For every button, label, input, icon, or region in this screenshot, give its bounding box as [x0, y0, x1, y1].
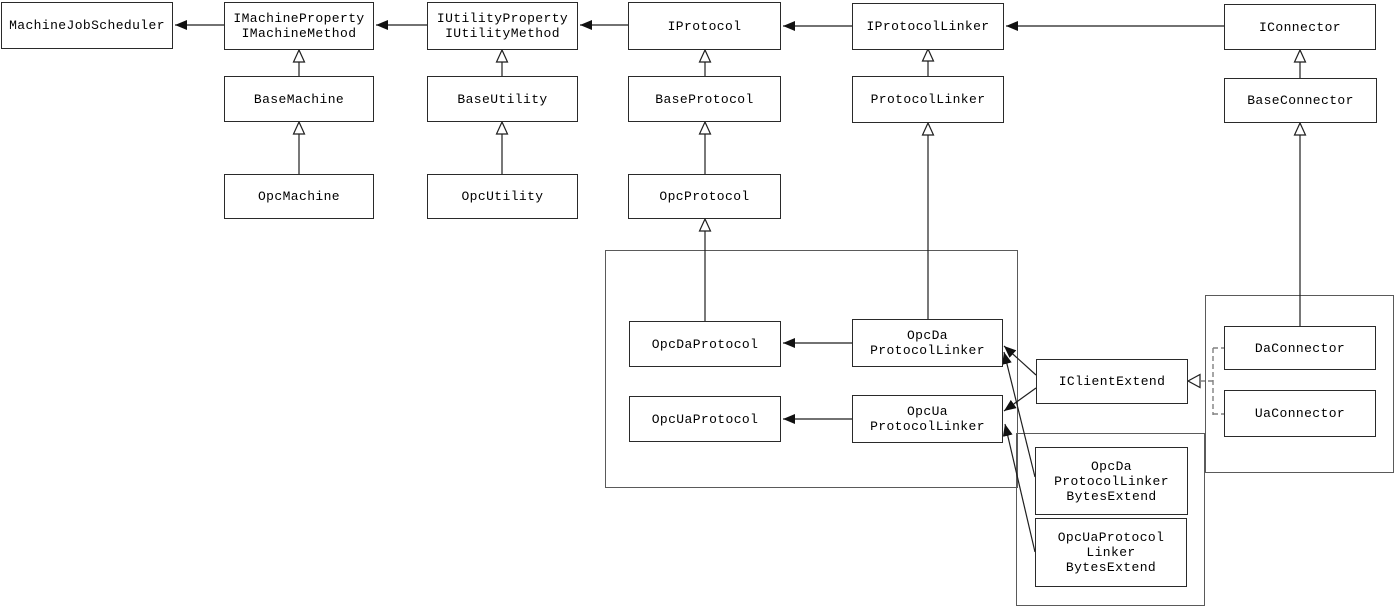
class-label: OpcDa	[906, 328, 948, 343]
group-box-bytes-extend-linkers	[1016, 433, 1205, 606]
class-label: OpcUaProtocol	[651, 411, 759, 427]
class-label: ProtocolLinker	[1054, 473, 1169, 489]
class-box-iconnector: IConnector	[1224, 4, 1376, 50]
class-box-machinejobscheduler: MachineJobScheduler	[1, 2, 173, 49]
class-box-baseutility: BaseUtility	[427, 76, 578, 122]
class-box-basemachine: BaseMachine	[224, 76, 374, 122]
class-label: DaConnector	[1254, 340, 1346, 356]
class-box-opcdaprotocollinker: OpcDa ProtocolLinker	[852, 319, 1003, 367]
edge-baseconnector-extends-iconnector	[1293, 48, 1307, 78]
class-box-iprotocollinker: IProtocolLinker	[852, 3, 1004, 50]
class-box-iprotocol: IProtocol	[628, 2, 781, 50]
class-label: OpcDaProtocol	[651, 336, 759, 352]
edge-iclientextend-to-opcdaprotocollinker	[1003, 345, 1037, 376]
class-label: IMachineProperty	[233, 11, 365, 26]
edge-baseutility-extends-iutility	[495, 48, 509, 76]
group-box-opc-protocol-implementations	[605, 250, 1018, 488]
class-box-opcdaprotocol: OpcDaProtocol	[629, 321, 781, 367]
class-label: OpcUaProtocol	[1057, 530, 1165, 545]
class-box-opcprotocol: OpcProtocol	[628, 174, 781, 219]
class-box-uaconnector: UaConnector	[1224, 390, 1376, 437]
class-label: ProtocolLinker	[870, 343, 985, 358]
class-label: ProtocolLinker	[870, 92, 986, 107]
edge-opcutility-extends-baseutility	[495, 120, 509, 174]
class-box-opcuaprotocollinker: OpcUa ProtocolLinker	[852, 395, 1003, 443]
class-box-baseconnector: BaseConnector	[1224, 78, 1377, 123]
class-label: BytesExtend	[1065, 560, 1157, 575]
class-box-iutilityproperty-iutilitymethod: IUtilityProperty IUtilityMethod	[427, 2, 578, 50]
class-label: BaseConnector	[1247, 93, 1354, 108]
edge-daconnector-extends-baseconnector	[1293, 121, 1307, 326]
class-label: IMachineMethod	[241, 26, 357, 41]
class-box-imachineproperty-imachinemethod: IMachineProperty IMachineMethod	[224, 2, 374, 50]
class-label: OpcMachine	[257, 189, 340, 204]
edge-iclientextend-to-opcuaprotocollinker	[1003, 387, 1037, 412]
class-box-protocollinker: ProtocolLinker	[852, 76, 1004, 123]
edge-opcdaprotocol-extends-opcprotocol	[698, 217, 712, 321]
edge-basemachine-extends-imachine	[292, 48, 306, 76]
class-label: OpcDa	[1090, 458, 1132, 474]
edge-protocollinker-extends-iprotocollinker	[921, 47, 935, 76]
class-label: IConnector	[1258, 19, 1341, 35]
class-label: IProtocol	[667, 18, 742, 34]
class-box-opcmachine: OpcMachine	[224, 174, 374, 219]
edge-opcdaprotocollinker-extends-protocollinker	[921, 121, 935, 319]
edge-baseprotocol-extends-iprotocol	[698, 48, 712, 76]
class-label: ProtocolLinker	[870, 419, 985, 434]
class-box-opcuaprotocollinkerbytesextend: OpcUaProtocol Linker BytesExtend	[1035, 518, 1187, 587]
class-label: OpcProtocol	[659, 189, 750, 204]
class-box-opcuaprotocol: OpcUaProtocol	[629, 396, 781, 442]
class-label: IClientExtend	[1058, 374, 1166, 389]
class-label: UaConnector	[1254, 406, 1346, 421]
class-label: OpcUtility	[461, 189, 544, 204]
class-label: IUtilityProperty	[436, 11, 569, 26]
class-box-iclientextend: IClientExtend	[1036, 359, 1188, 404]
class-label: Linker	[1086, 545, 1136, 560]
class-label: BaseUtility	[457, 91, 548, 107]
edge-opcuabytesextend-to-opcuaprotocollinker	[1002, 423, 1036, 553]
class-label: MachineJobScheduler	[9, 18, 165, 33]
edge-opcdabytesextend-to-opcdaprotocollinker	[1002, 351, 1036, 478]
class-box-baseprotocol: BaseProtocol	[628, 76, 781, 122]
class-label: OpcUa	[906, 404, 948, 419]
class-box-daconnector: DaConnector	[1224, 326, 1376, 370]
edge-connectors-realize-iclientextend	[1186, 347, 1224, 415]
class-label: BaseProtocol	[655, 91, 754, 107]
edge-opcprotocol-extends-baseprotocol	[698, 120, 712, 174]
class-label: BytesExtend	[1066, 488, 1157, 504]
class-label: IProtocolLinker	[866, 19, 990, 34]
edge-opcmachine-extends-basemachine	[292, 120, 306, 174]
class-label: BaseMachine	[253, 91, 345, 107]
class-box-opcutility: OpcUtility	[427, 174, 578, 219]
class-box-opcdaprotocollinkerbytesextend: OpcDa ProtocolLinker BytesExtend	[1035, 447, 1188, 515]
class-label: IUtilityMethod	[445, 26, 560, 41]
